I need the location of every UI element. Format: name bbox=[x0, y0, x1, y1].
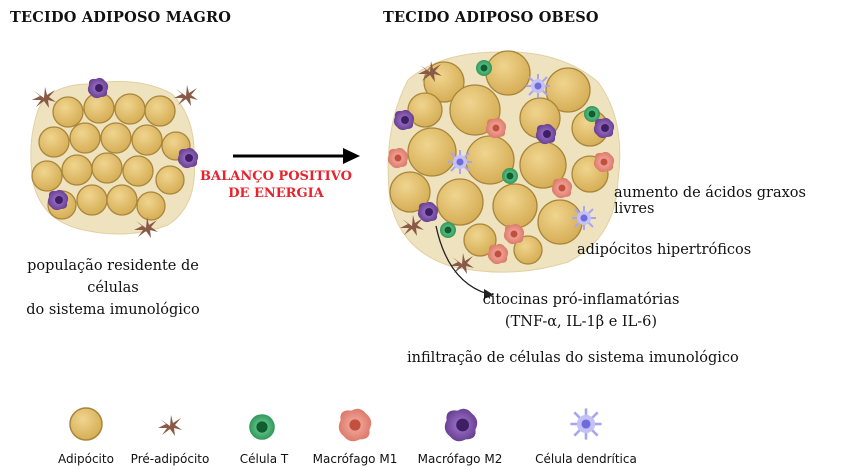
lean-tissue-title: TECIDO ADIPOSO MAGRO bbox=[10, 9, 232, 26]
adipocyte-icon bbox=[69, 407, 103, 441]
t-cell-icon bbox=[249, 414, 275, 440]
lean-caption-line2: do sistema imunológico bbox=[26, 302, 200, 318]
legend-label-dendritic: Célula dendrítica bbox=[535, 452, 637, 466]
fatty-acids-label: aumento de ácidos graxos livres bbox=[614, 185, 806, 217]
energy-balance-line2: DE ENERGIA bbox=[228, 186, 324, 201]
cytokines-line1: citocinas pró-inflamatórias bbox=[482, 292, 680, 308]
legend-label-preadipocyte: Pré-adipócito bbox=[130, 452, 210, 466]
legend-label-m2: Macrófago M2 bbox=[417, 452, 503, 466]
lean-tissue-cluster bbox=[30, 77, 199, 238]
infiltration-label: infiltração de células do sistema imunol… bbox=[407, 350, 739, 366]
legend-label-m1: Macrófago M1 bbox=[312, 452, 398, 466]
lean-caption-line1: população residente de células bbox=[27, 258, 199, 296]
m2-macrophage-icon bbox=[444, 408, 478, 442]
legend-label-adipocyte: Adipócito bbox=[58, 452, 114, 466]
energy-balance-label: BALANÇO POSITIVO DE ENERGIA bbox=[196, 168, 356, 202]
obese-tissue-cluster bbox=[387, 50, 621, 274]
hypertrophic-adipocytes-label: adipócitos hipertróficos bbox=[577, 242, 752, 258]
legend-label-t-cell: Célula T bbox=[239, 452, 289, 466]
energy-balance-line1: BALANÇO POSITIVO bbox=[200, 169, 352, 184]
preadipocyte-icon bbox=[158, 415, 182, 436]
legend-icons bbox=[69, 407, 603, 442]
cytokines-line2: (TNF-α, IL-1β e IL-6) bbox=[504, 314, 658, 330]
dendritic-cell-icon bbox=[569, 407, 603, 441]
cytokines-label: citocinas pró-inflamatórias (TNF-α, IL-1… bbox=[470, 289, 692, 333]
lean-caption: população residente de células do sistem… bbox=[2, 255, 224, 321]
cytokine-arrow bbox=[435, 225, 494, 299]
m1-macrophage-icon bbox=[338, 408, 372, 442]
obese-tissue-title: TECIDO ADIPOSO OBESO bbox=[383, 9, 599, 26]
energy-balance-arrow bbox=[233, 148, 360, 164]
